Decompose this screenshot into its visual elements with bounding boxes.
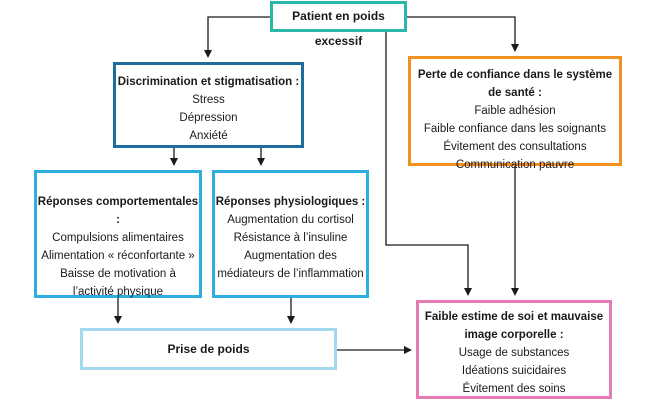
node-perte-de-confiance: Perte de confiance dans le système de sa… <box>408 56 622 171</box>
node-discrimination-item: Stress <box>192 94 225 106</box>
node-confiance-item: Faible confiance dans les soignants <box>423 123 607 135</box>
node-estime-item: Évitement des soins <box>462 383 566 395</box>
node-estime-item: Usage de substances <box>458 347 570 359</box>
node-discrimination-item: Dépression <box>179 112 238 124</box>
node-estime-title-line: Faible estime de soi et mauvaise <box>424 311 604 323</box>
node-confiance-title-line: Perte de confiance dans le système <box>417 69 613 81</box>
edge-patient-to-confiance <box>407 16 519 52</box>
node-reponses-comportementales: Réponses comportementales : Compulsions … <box>34 170 202 298</box>
node-comportementales-item: Baisse de motivation à <box>60 268 176 280</box>
node-physiologiques-item: médiateurs de l’inflammation <box>217 268 364 280</box>
node-physiologiques-item: Augmentation du cortisol <box>227 214 354 226</box>
node-estime-title-line: image corporelle : <box>464 329 564 341</box>
node-patient-en-poids-excessif: Patient en poids excessif <box>270 1 407 48</box>
node-faible-estime-de-soi: Faible estime de soi et mauvaise image c… <box>416 300 612 399</box>
node-discrimination-title: Discrimination et stigmatisation : <box>117 76 300 88</box>
node-discrimination: Discrimination et stigmatisation : Stres… <box>113 62 304 148</box>
node-comportementales-title: Réponses comportementales : <box>37 196 199 226</box>
node-comportementales-item: Compulsions alimentaires <box>52 232 184 244</box>
node-estime-item: Idéations suicidaires <box>461 365 567 377</box>
node-patient-title: Patient en poids excessif <box>292 9 385 48</box>
node-physiologiques-title: Réponses physiologiques : <box>215 196 366 208</box>
node-reponses-physiologiques: Réponses physiologiques : Augmentation d… <box>212 170 369 298</box>
node-physiologiques-item: Résistance à l’insuline <box>233 232 348 244</box>
node-confiance-item: Faible adhésion <box>474 105 556 117</box>
node-discrimination-item: Anxiété <box>189 130 228 142</box>
node-confiance-item: Évitement des consultations <box>443 141 587 153</box>
node-physiologiques-item: Augmentation des <box>244 250 337 262</box>
node-comportementales-item: Alimentation « réconfortante » <box>41 250 195 262</box>
node-comportementales-item: l’activité physique <box>72 286 164 298</box>
node-prise-de-poids: Prise de poids <box>80 328 337 370</box>
node-confiance-title-line: de santé : <box>488 87 542 99</box>
edge-patient-to-discrimination <box>204 16 270 58</box>
node-confiance-item: Communication pauvre <box>455 159 575 171</box>
node-prise-title: Prise de poids <box>167 342 250 356</box>
